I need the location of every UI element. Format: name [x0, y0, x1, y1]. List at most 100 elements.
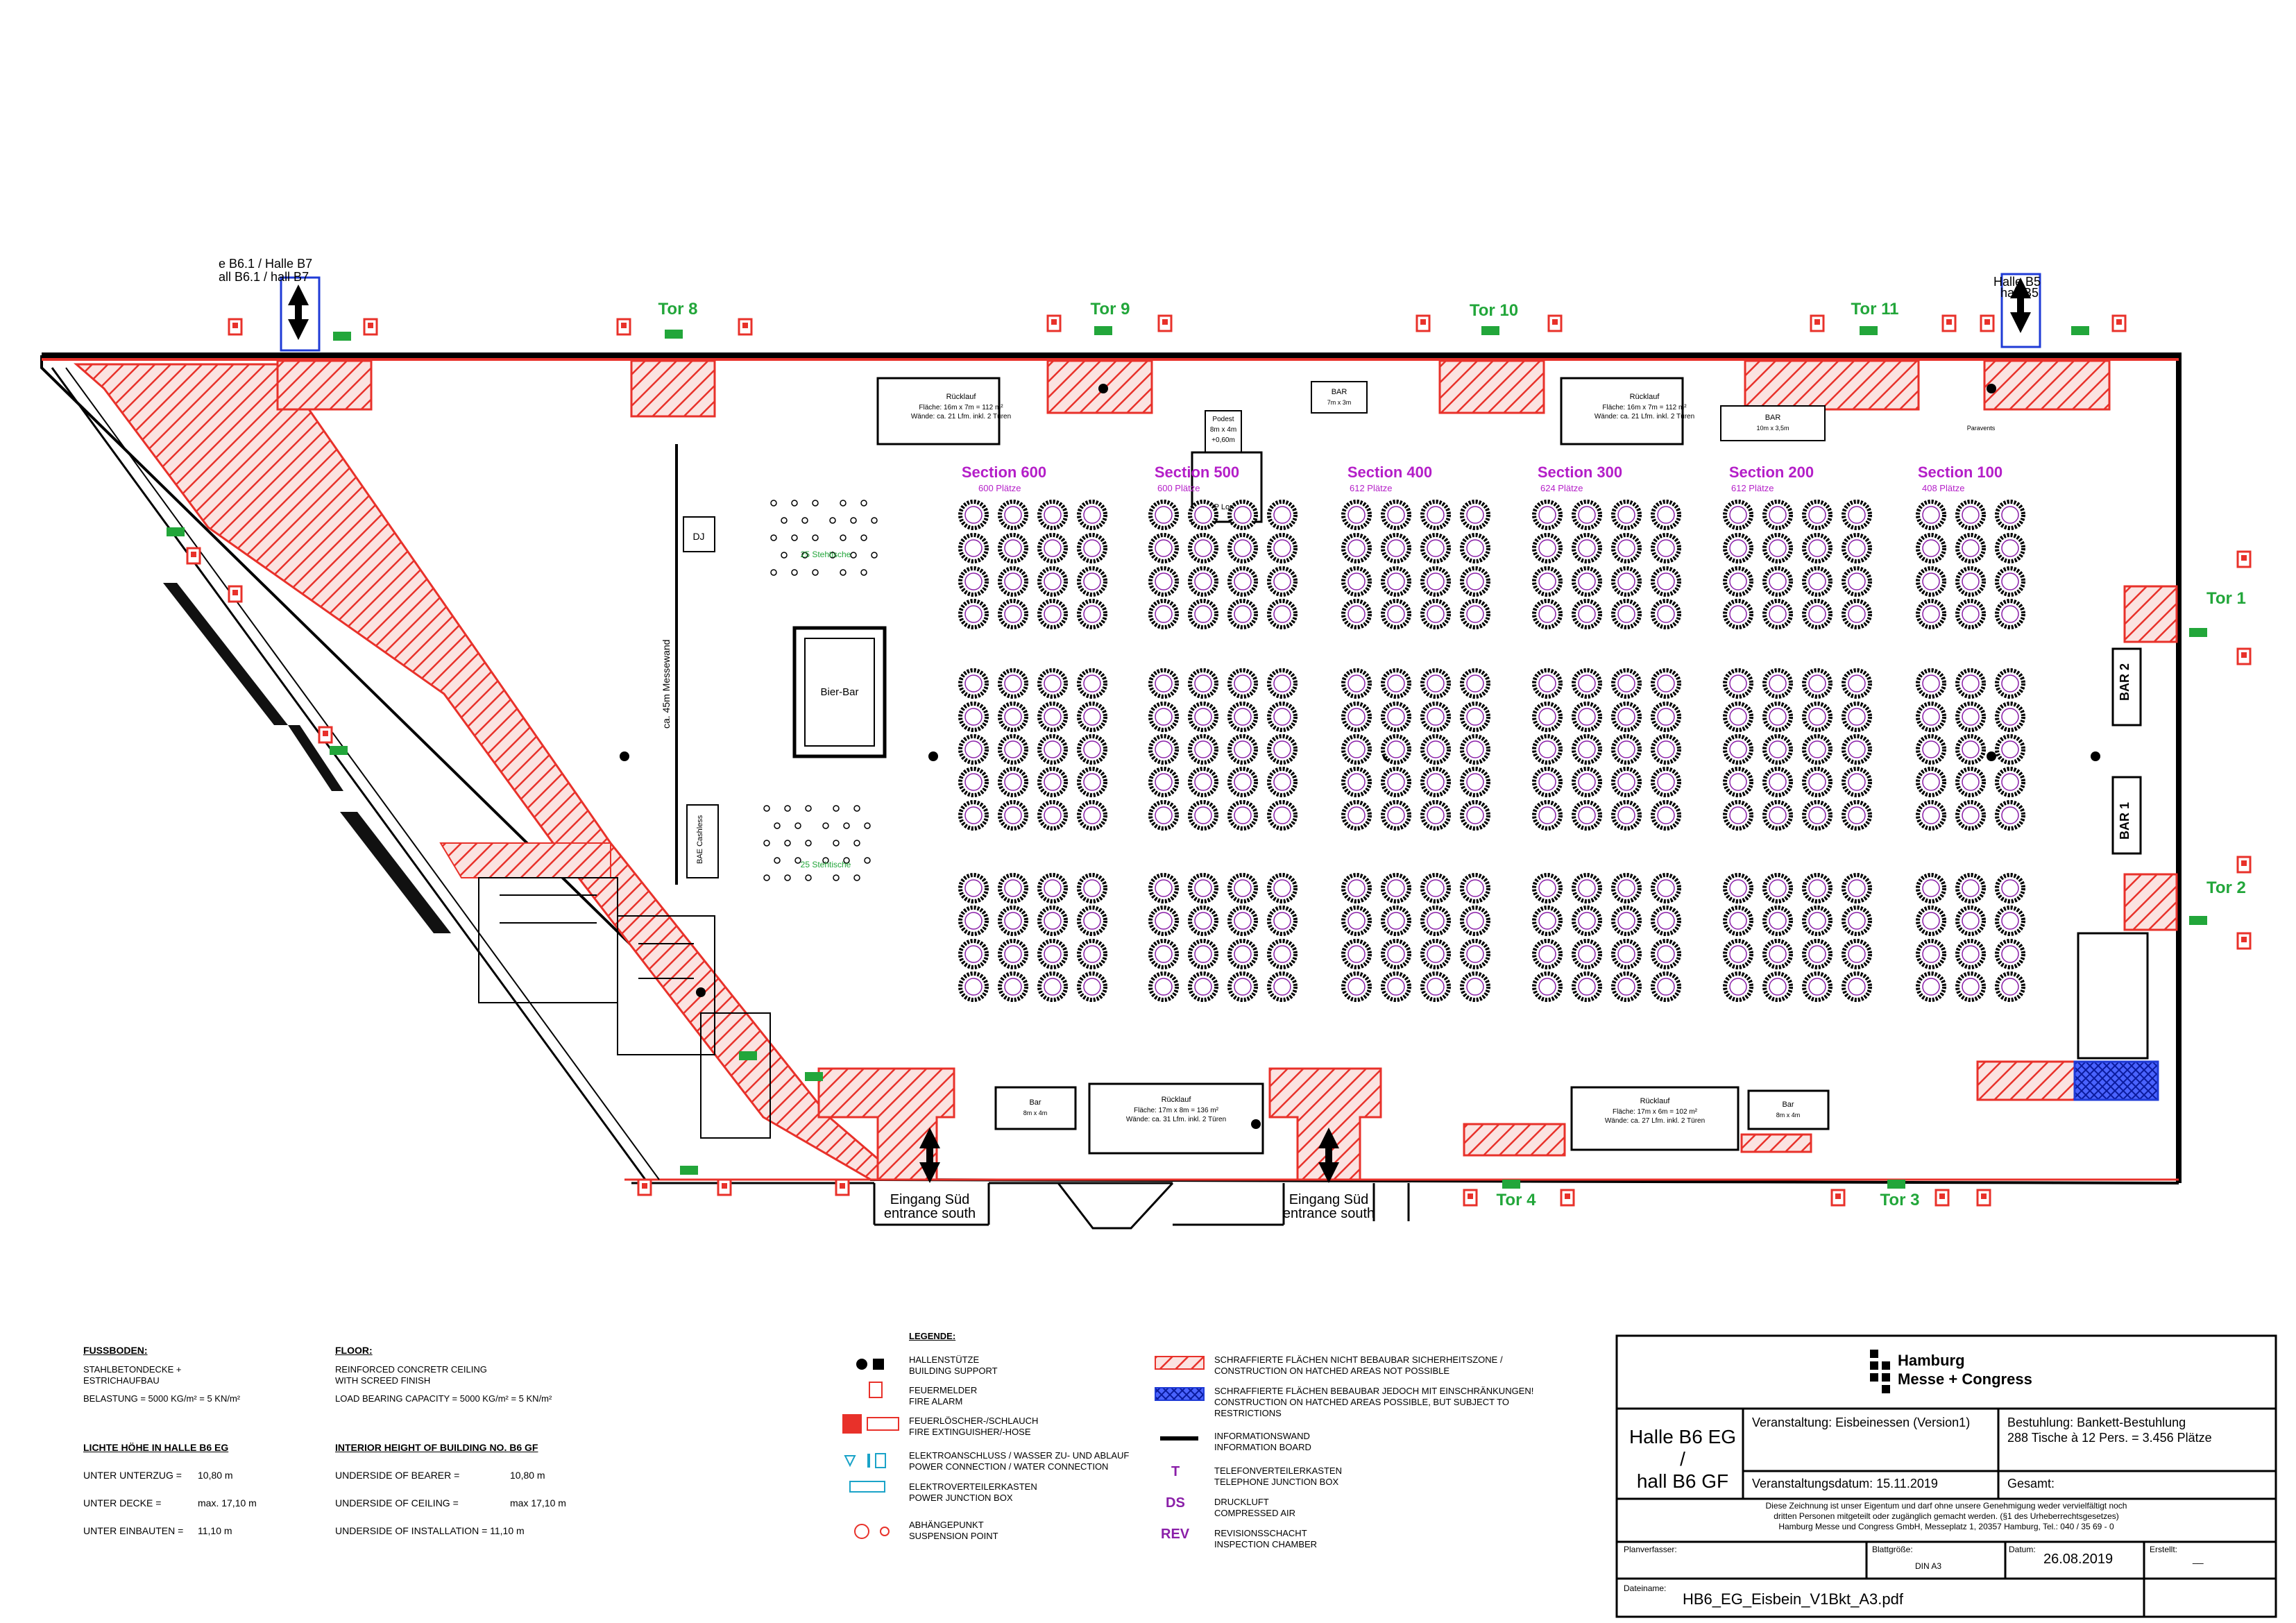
neighbor-east-label-de: Halle B5 — [1993, 275, 2041, 289]
banquet-table — [1227, 767, 1258, 797]
legend-inspection-chamber-en: INSPECTION CHAMBER — [1214, 1539, 1318, 1549]
suspension-point-small-icon — [880, 1527, 890, 1536]
banquet-table — [1227, 734, 1258, 765]
erstellt-label: Erstellt: — [2150, 1545, 2178, 1554]
banquet-table — [1995, 939, 2025, 969]
banquet-table — [1651, 566, 1681, 597]
datum-label: Datum: — [2009, 1545, 2036, 1554]
legend-symbol-ds: DS — [1166, 1495, 1185, 1511]
banquet-table — [1955, 500, 1986, 530]
svg-text:BAR: BAR — [1765, 414, 1781, 422]
fire-alarm-icon — [869, 1382, 883, 1398]
dateiname-label: Dateiname: — [1624, 1583, 1667, 1593]
fire-alarm — [717, 1178, 732, 1196]
gate-tor-11: Tor 11 — [1851, 300, 1899, 318]
erstellt-value: __ — [2193, 1553, 2204, 1564]
standing-table — [853, 805, 860, 812]
gate-tor-10: Tor 10 — [1470, 301, 1518, 320]
legend-junction-box: ELEKTROVERTEILERKASTEN POWER JUNCTION BO… — [909, 1481, 1037, 1504]
building-support — [1987, 384, 1996, 393]
banquet-table — [1188, 702, 1218, 732]
fussboden-line-3: BELASTUNG = 5000 KG/m² = 5 KN/m² — [83, 1393, 241, 1404]
height-row-en-1: UNDERSIDE OF BEARER = — [335, 1470, 460, 1481]
exit-sign — [2071, 326, 2089, 335]
podest-height: +0,60m — [1211, 436, 1235, 444]
legend-power-water-de: ELEKTROANSCHLUSS / WASSER ZU- UND ABLAUF — [909, 1450, 1130, 1461]
fire-alarm — [2111, 314, 2127, 332]
legend-symbol-t: T — [1171, 1464, 1180, 1479]
standing-table — [781, 552, 788, 559]
hatched-zone-restricted — [2073, 1060, 2159, 1101]
banquet-table — [998, 971, 1028, 1002]
neighbor-hall-door-west — [280, 276, 321, 352]
banquet-table — [1802, 971, 1832, 1002]
banquet-table — [1916, 767, 1946, 797]
banquet-table — [1148, 800, 1179, 831]
banquet-table — [1955, 734, 1986, 765]
fire-alarm — [2236, 932, 2252, 950]
banquet-table — [1037, 767, 1068, 797]
neighbor-west-label-de: e B6.1 / Halle B7 — [219, 257, 312, 271]
legend-hatched-red-en: CONSTRUCTION ON HATCHED AREAS NOT POSSIB… — [1214, 1366, 1450, 1376]
banquet-table — [1762, 767, 1793, 797]
banquet-table — [1077, 906, 1107, 936]
fire-alarm — [637, 1178, 652, 1196]
fire-alarm — [1463, 1189, 1478, 1207]
standing-table — [791, 534, 798, 541]
banquet-table — [958, 734, 989, 765]
banquet-table — [1916, 971, 1946, 1002]
hatched-blue-legend-swatch — [1155, 1387, 1205, 1401]
banquet-table — [1842, 906, 1872, 936]
banquet-table — [1723, 906, 1753, 936]
legend-inspection-chamber: REVISIONSSCHACHT INSPECTION CHAMBER — [1214, 1528, 1317, 1550]
banquet-table — [958, 533, 989, 563]
standing-table — [805, 805, 812, 812]
banquet-table — [1077, 668, 1107, 699]
section-400-title: Section 400 — [1347, 464, 1432, 481]
podest — [1205, 410, 1242, 453]
banquet-table — [1611, 566, 1642, 597]
banquet-table — [1762, 668, 1793, 699]
exit-sign — [2189, 916, 2207, 925]
exit-sign — [1094, 326, 1112, 335]
banquet-table — [1077, 767, 1107, 797]
svg-text:Fläche: 17m x 6m = 102 m²: Fläche: 17m x 6m = 102 m² — [1613, 1108, 1698, 1116]
banquet-table — [1267, 767, 1298, 797]
banquet-table — [1916, 734, 1946, 765]
diagonal-wall-slots — [163, 583, 451, 933]
height-row-de-3: UNTER EINBAUTEN = — [83, 1525, 184, 1536]
standing-table — [805, 840, 812, 847]
banquet-table — [1842, 767, 1872, 797]
blattgroesse-label: Blattgröße: — [1872, 1545, 1913, 1554]
messewand-label: ca. 45m Messewand — [661, 640, 672, 729]
banquet-table — [1267, 939, 1298, 969]
exit-sign — [1502, 1180, 1520, 1189]
exit-sign — [333, 332, 351, 341]
legend-compressed-air-en: COMPRESSED AIR — [1214, 1508, 1296, 1518]
legend-title: LEGENDE: — [909, 1331, 956, 1341]
banquet-table — [958, 767, 989, 797]
gate-tor-4: Tor 4 — [1497, 1191, 1537, 1209]
banquet-table — [1267, 566, 1298, 597]
fire-alarm — [1976, 1189, 1991, 1207]
building-support — [1987, 751, 1996, 761]
banquet-table — [1842, 668, 1872, 699]
exit-sign — [167, 527, 185, 536]
building-support-round-icon — [856, 1359, 867, 1370]
standing-table — [774, 822, 781, 829]
banquet-table — [1188, 939, 1218, 969]
banquet-table — [1077, 939, 1107, 969]
banquet-table — [1955, 566, 1986, 597]
banquet-table — [1611, 668, 1642, 699]
banquet-table — [1723, 873, 1753, 903]
banquet-table — [1227, 971, 1258, 1002]
hatched-zone-diagonal — [74, 363, 905, 1181]
banquet-table — [1723, 702, 1753, 732]
banquet-table — [1341, 734, 1372, 765]
standing-table — [860, 569, 867, 576]
banquet-table — [1037, 971, 1068, 1002]
legend-power-water: ELEKTROANSCHLUSS / WASSER ZU- UND ABLAUF… — [909, 1450, 1129, 1472]
banquet-table — [1916, 939, 1946, 969]
hatched-red-legend-swatch — [1155, 1356, 1205, 1370]
exit-sign — [680, 1166, 698, 1175]
